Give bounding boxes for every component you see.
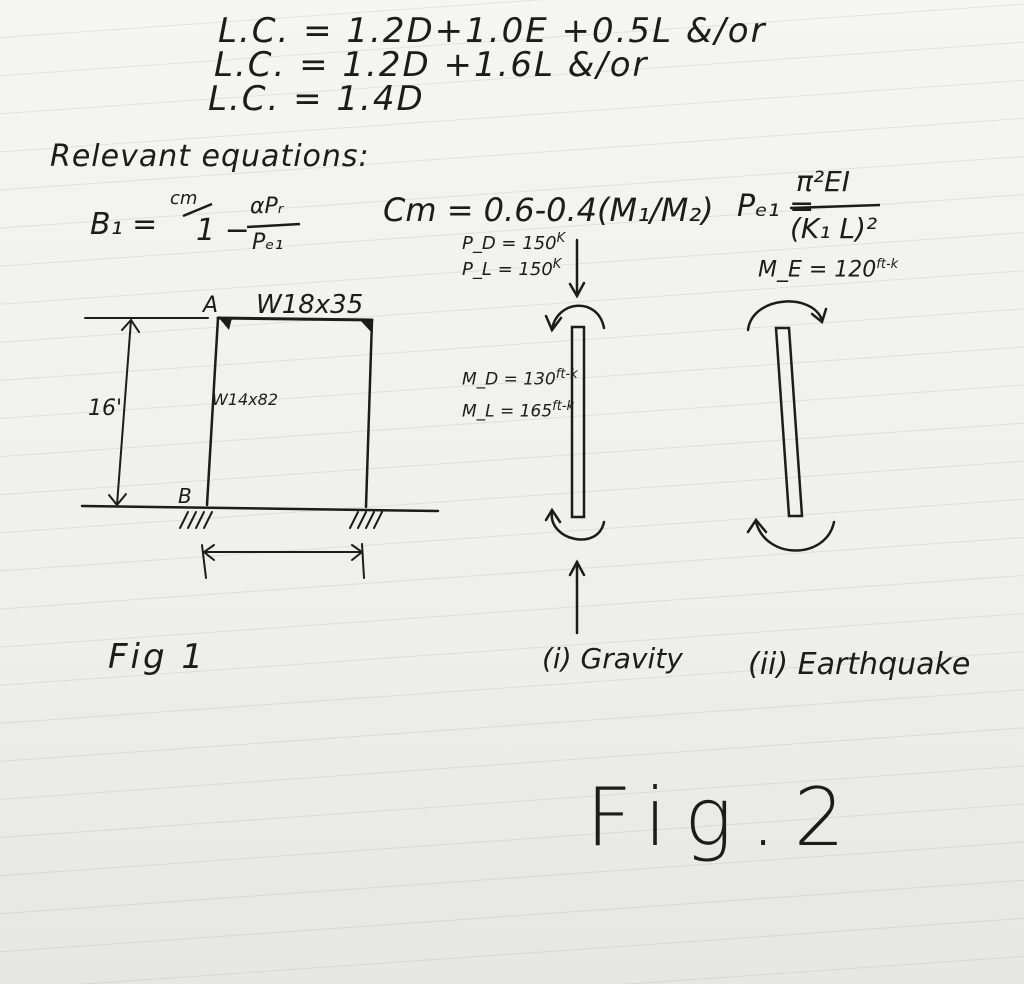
- load-combination-2: L.C. = 1.2D +1.6L &/or: [214, 45, 649, 85]
- beam-section-label: W18x35: [256, 290, 364, 320]
- ml-unit: ft-k: [552, 399, 575, 414]
- column-section-label: W14x82: [212, 390, 279, 409]
- gravity-moment-bottom: [550, 510, 606, 541]
- pe1-numerator: π²EI: [796, 165, 851, 198]
- ml-value: M_L = 165: [462, 401, 553, 422]
- gravity-column: [570, 325, 586, 519]
- pl-value: P_L = 150: [462, 259, 553, 280]
- load-combination-3: L.C. = 1.4D: [208, 79, 425, 119]
- earthquake-moment-top: [746, 300, 824, 332]
- rigid-joint-right: [360, 320, 373, 333]
- equation-cm: Cm = 0.6-0.4(M₁/M₂): [383, 191, 714, 229]
- load-combination-1: L.C. = 1.2D+1.0E +0.5L &/or: [218, 11, 767, 51]
- gravity-caption: (i) Gravity: [542, 642, 683, 675]
- gravity-moment-top: [550, 304, 606, 332]
- relevant-equations-heading: Relevant equations:: [50, 139, 370, 174]
- live-moment-label: M_L = 165ft-k: [462, 400, 574, 421]
- point-b-label: B: [178, 484, 192, 508]
- b1-frac-numerator: αPᵣ: [250, 194, 284, 219]
- figure1-caption: Fig 1: [108, 637, 207, 677]
- pl-unit: K: [552, 257, 562, 272]
- rigid-joint-left: [219, 318, 232, 330]
- live-load-label: P_L = 150K: [462, 258, 561, 279]
- md-value: M_D = 130: [462, 369, 556, 390]
- pd-value: P_D = 150: [462, 233, 557, 254]
- point-a-label: A: [203, 293, 219, 318]
- pe1-denominator: (K₁ L)²: [790, 212, 878, 245]
- earthquake-caption: (ii) Earthquake: [748, 647, 971, 682]
- dead-load-label: P_D = 150K: [462, 232, 565, 253]
- moment-earthquake-label: M_E = 120ft-k: [758, 258, 898, 281]
- me-value: M_E = 120: [758, 257, 877, 283]
- b1-denominator: 1 −: [196, 213, 250, 248]
- earthquake-moment-bottom: [754, 520, 836, 552]
- figure2-caption: Fig.2: [586, 771, 863, 864]
- pd-unit: K: [556, 231, 566, 246]
- height-dimension-label: 16': [88, 396, 123, 421]
- me-unit: ft-k: [876, 257, 899, 272]
- earthquake-column: [774, 326, 804, 518]
- b1-frac-denominator: Pₑ₁: [252, 230, 284, 255]
- b1-lhs: B₁ =: [90, 207, 158, 242]
